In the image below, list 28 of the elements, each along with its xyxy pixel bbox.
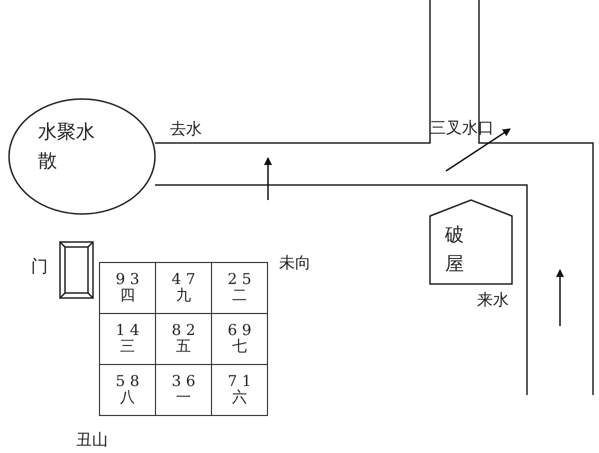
node-label: 破屋 — [445, 223, 465, 276]
node-label: 水聚水散 — [38, 120, 96, 174]
palace-number: 八 — [120, 390, 135, 406]
star-numbers: 9 3 — [116, 272, 140, 288]
mountain-label: 丑山 — [76, 432, 108, 448]
door-symbol — [59, 241, 94, 299]
palace-number: 六 — [232, 390, 247, 406]
door-label: 门 — [31, 259, 48, 276]
palace-number: 三 — [120, 339, 135, 355]
junction-label: 三叉水口 — [430, 120, 494, 136]
star-numbers: 1 4 — [116, 323, 140, 339]
flow-label: 去水 — [170, 121, 202, 137]
direction-label: 未向 — [279, 255, 311, 271]
star-numbers: 2 5 — [228, 272, 252, 288]
palace-number: 五 — [176, 339, 191, 355]
star-numbers: 5 8 — [116, 374, 140, 390]
star-numbers: 8 2 — [172, 323, 196, 339]
palace-number: 七 — [232, 339, 247, 355]
pond-ellipse — [8, 98, 156, 215]
palace-number: 九 — [176, 288, 191, 304]
palace-number: 二 — [232, 288, 247, 304]
star-numbers: 6 9 — [228, 323, 252, 339]
palace-number: 四 — [120, 288, 135, 304]
palace-number: 一 — [176, 390, 191, 406]
house-shape — [429, 199, 513, 285]
star-numbers: 7 1 — [228, 374, 252, 390]
star-numbers: 3 6 — [172, 374, 196, 390]
star-numbers: 4 7 — [172, 272, 196, 288]
